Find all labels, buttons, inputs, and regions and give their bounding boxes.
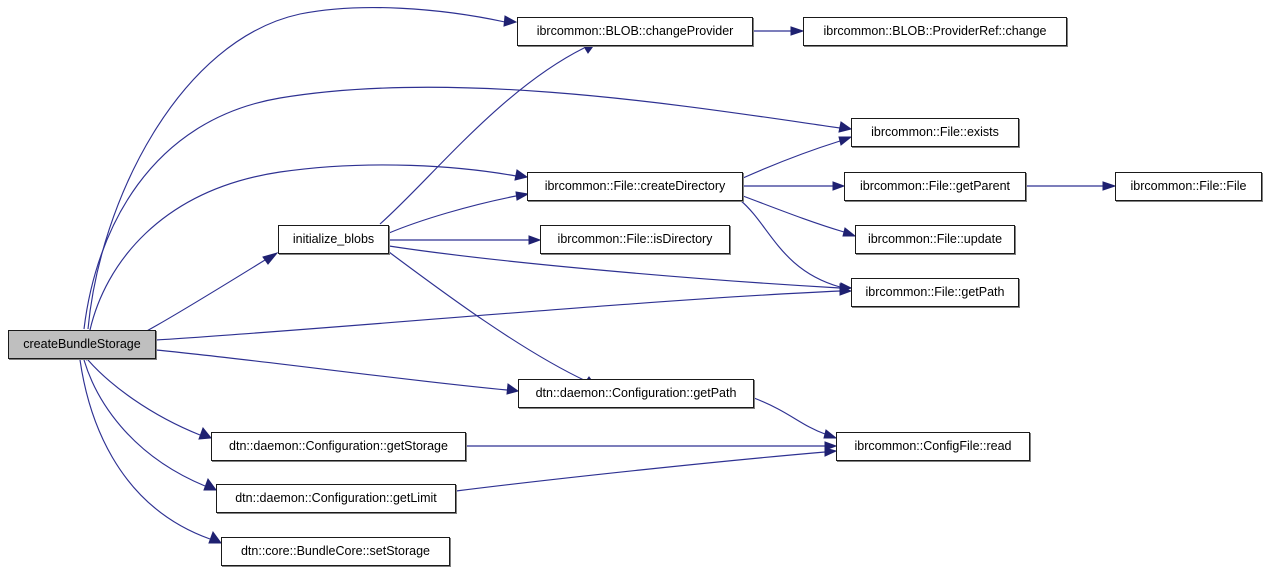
node-label: ibrcommon::File::getPath [865, 285, 1005, 300]
node-label: ibrcommon::File::update [867, 232, 1003, 247]
node-file-getParent[interactable]: ibrcommon::File::getParent [844, 172, 1026, 201]
node-configuration-getLimit[interactable]: dtn::daemon::Configuration::getLimit [216, 484, 456, 513]
node-label: ibrcommon::BLOB::ProviderRef::change [823, 24, 1047, 39]
node-file-update[interactable]: ibrcommon::File::update [855, 225, 1015, 254]
node-label: dtn::daemon::Configuration::getStorage [229, 439, 448, 454]
node-providerRef-change[interactable]: ibrcommon::BLOB::ProviderRef::change [803, 17, 1067, 46]
node-configuration-getStorage[interactable]: dtn::daemon::Configuration::getStorage [211, 432, 466, 461]
node-label: ibrcommon::File::exists [871, 125, 999, 140]
node-configfile-read[interactable]: ibrcommon::ConfigFile::read [836, 432, 1030, 461]
node-label: createBundleStorage [23, 337, 141, 352]
node-label: initialize_blobs [292, 232, 375, 247]
node-label: dtn::core::BundleCore::setStorage [240, 544, 430, 559]
node-changeProvider[interactable]: ibrcommon::BLOB::changeProvider [517, 17, 753, 46]
node-label: dtn::daemon::Configuration::getLimit [235, 491, 437, 506]
node-initialize-blobs[interactable]: initialize_blobs [278, 225, 389, 254]
node-createBundleStorage[interactable]: createBundleStorage [8, 330, 156, 359]
node-label: ibrcommon::BLOB::changeProvider [536, 24, 734, 39]
node-label: ibrcommon::File::getParent [859, 179, 1011, 194]
node-label: ibrcommon::File::createDirectory [544, 179, 726, 194]
node-file-isDirectory[interactable]: ibrcommon::File::isDirectory [540, 225, 730, 254]
node-file-createDirectory[interactable]: ibrcommon::File::createDirectory [527, 172, 743, 201]
node-label: ibrcommon::File::isDirectory [557, 232, 713, 247]
node-file-exists[interactable]: ibrcommon::File::exists [851, 118, 1019, 147]
node-file-getPath[interactable]: ibrcommon::File::getPath [851, 278, 1019, 307]
node-label: dtn::daemon::Configuration::getPath [535, 386, 737, 401]
node-file-File[interactable]: ibrcommon::File::File [1115, 172, 1262, 201]
node-configuration-getPath[interactable]: dtn::daemon::Configuration::getPath [518, 379, 754, 408]
node-bundlecore-setStorage[interactable]: dtn::core::BundleCore::setStorage [221, 537, 450, 566]
node-label: ibrcommon::ConfigFile::read [854, 439, 1012, 454]
node-label: ibrcommon::File::File [1130, 179, 1247, 194]
